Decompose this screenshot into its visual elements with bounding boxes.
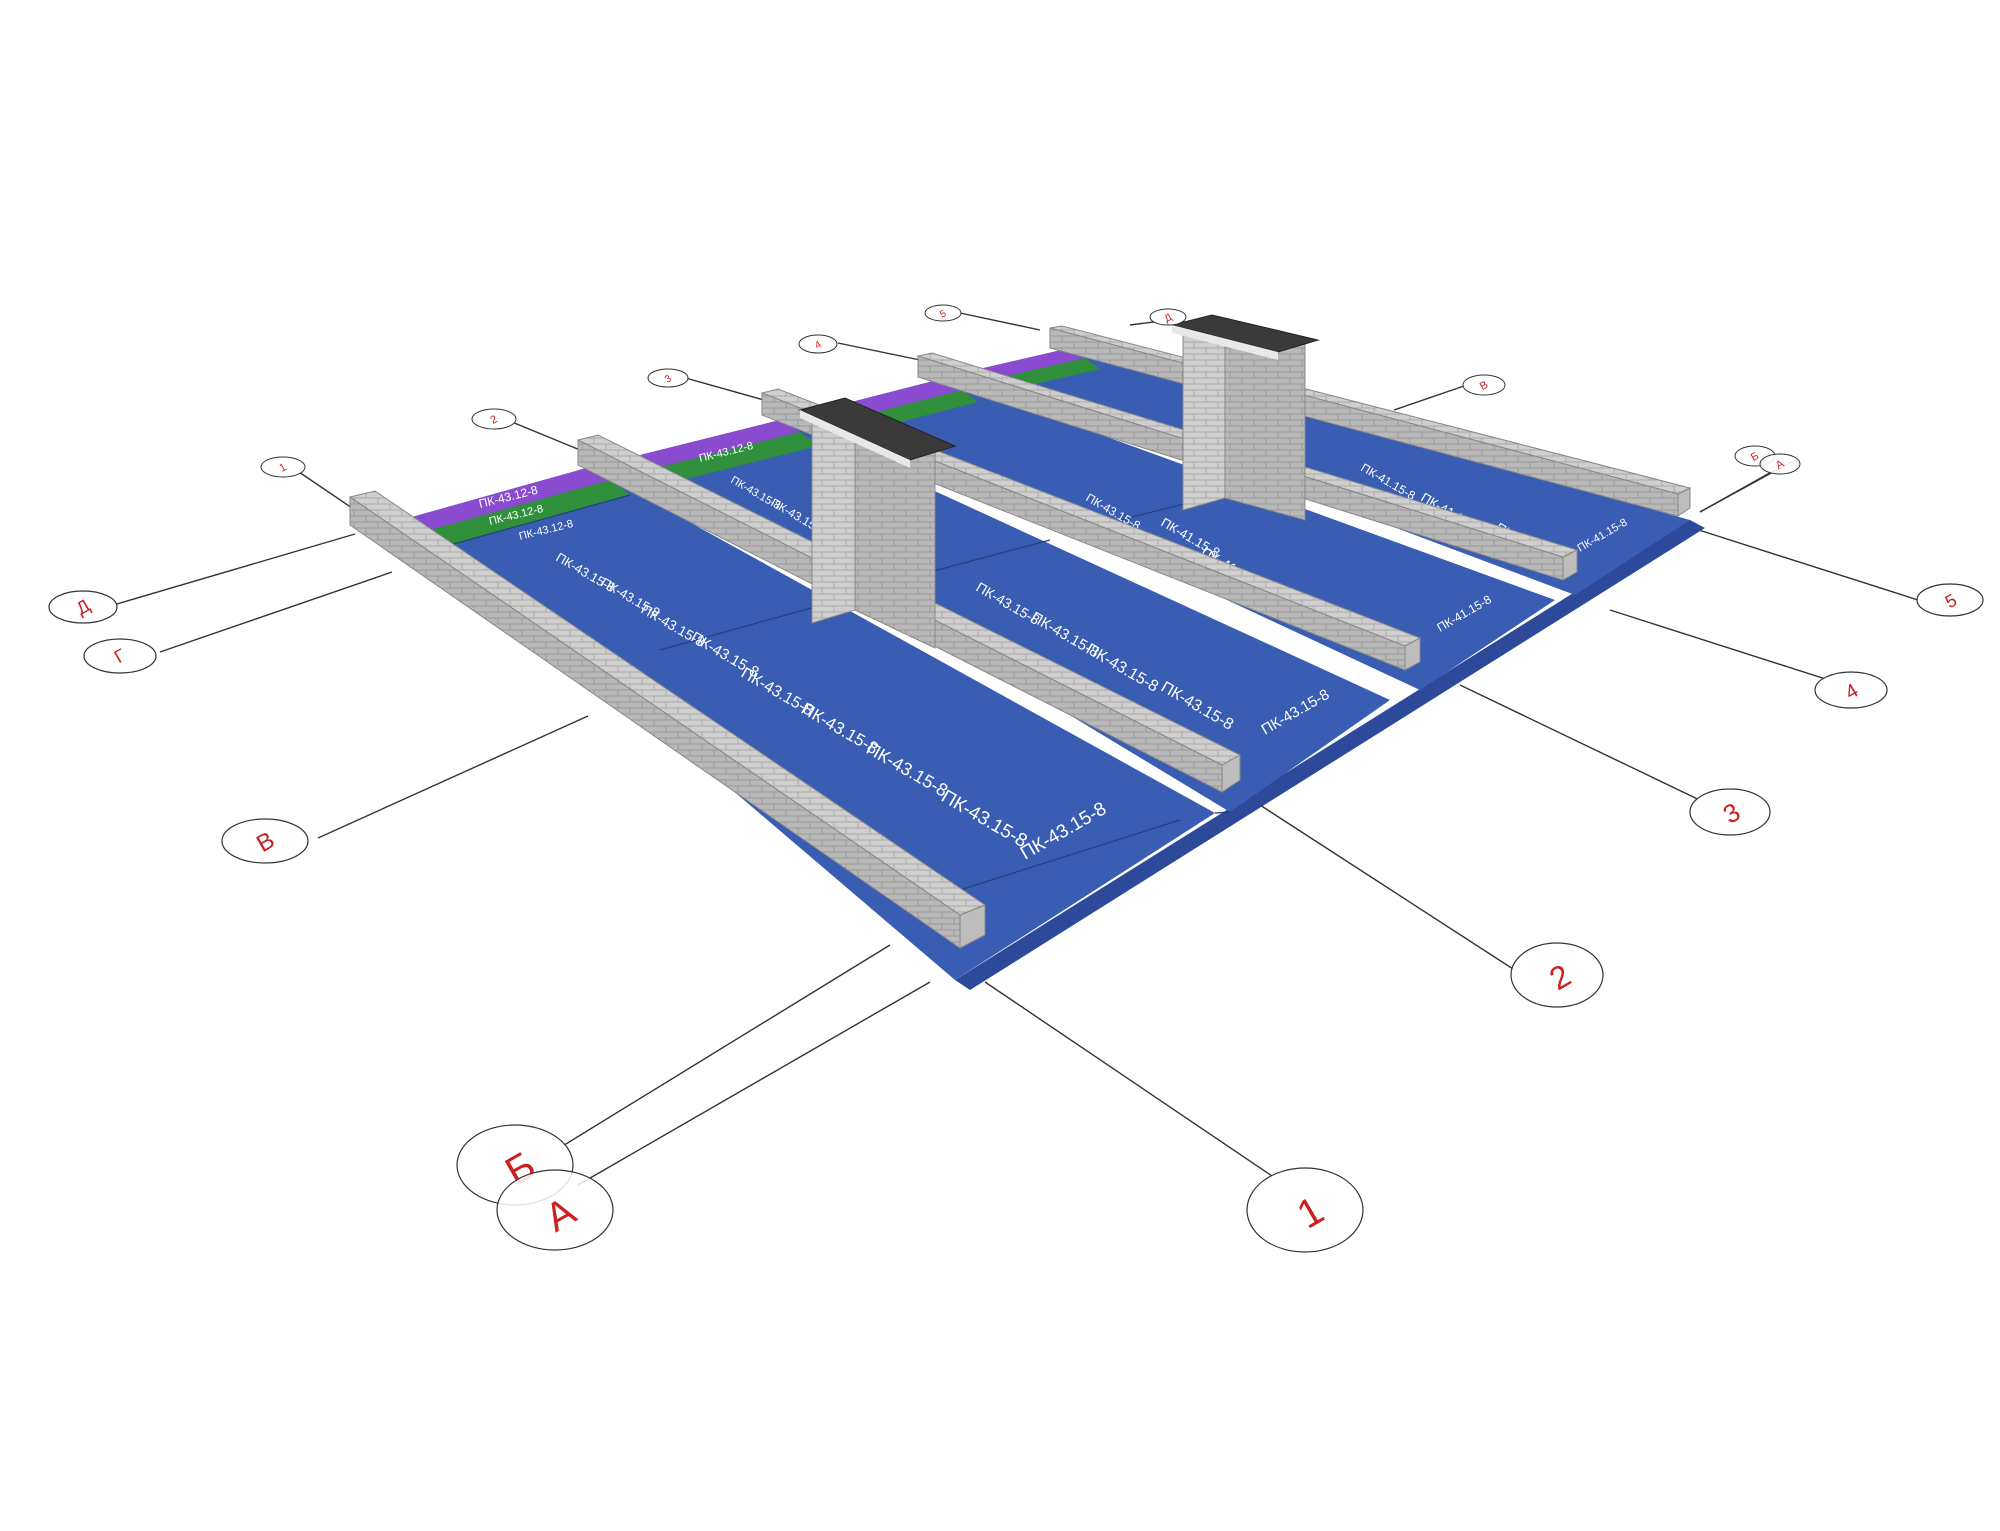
chimneys bbox=[798, 314, 1320, 649]
svg-text:5: 5 bbox=[938, 308, 949, 321]
green-strip-1 bbox=[430, 480, 630, 545]
back-marker-2: 2 bbox=[471, 408, 517, 430]
axis-markers-numbers: 1 2 3 4 5 bbox=[1246, 583, 1984, 1253]
axis-marker-a: А bbox=[496, 1169, 614, 1251]
back-markers: 1 2 3 4 5 Д В Б bbox=[260, 304, 1801, 478]
brick-chimney-icon bbox=[798, 397, 957, 649]
back-marker-5: 5 bbox=[924, 304, 962, 322]
axis-marker-g: Г bbox=[83, 638, 157, 674]
slab-bay-3 bbox=[820, 378, 1555, 690]
axis-marker-1: 1 bbox=[1246, 1167, 1364, 1253]
back-marker-3: 3 bbox=[647, 368, 689, 388]
axis-marker-3: 3 bbox=[1689, 788, 1771, 836]
slab-bay-1 bbox=[412, 467, 1215, 980]
svg-text:1: 1 bbox=[277, 461, 288, 474]
purple-strip-2 bbox=[640, 420, 800, 467]
axis-marker-5: 5 bbox=[1916, 583, 1984, 617]
axis-marker-v: В bbox=[221, 818, 309, 864]
purple-strip-1 bbox=[412, 467, 610, 530]
brick-chimney-icon bbox=[1171, 314, 1320, 521]
back-marker-1: 1 bbox=[260, 456, 306, 478]
back-marker-4: 4 bbox=[798, 334, 838, 354]
back-marker-d: Д bbox=[1149, 308, 1187, 326]
axis-marker-d: Д bbox=[48, 590, 118, 624]
axis-markers-letters: Д Г В Б А bbox=[48, 590, 614, 1251]
svg-text:Д: Д bbox=[1163, 312, 1175, 325]
axis-marker-4: 4 bbox=[1814, 671, 1888, 709]
purple-strip-4 bbox=[975, 348, 1085, 380]
svg-text:4: 4 bbox=[813, 339, 824, 352]
svg-text:2: 2 bbox=[488, 413, 499, 426]
back-marker-v: В bbox=[1462, 374, 1506, 396]
back-marker-a: А bbox=[1759, 453, 1801, 475]
svg-text:3: 3 bbox=[663, 373, 674, 386]
axis-marker-2: 2 bbox=[1510, 942, 1604, 1008]
green-strip-2 bbox=[660, 432, 818, 481]
leader-lines bbox=[109, 312, 1919, 1186]
